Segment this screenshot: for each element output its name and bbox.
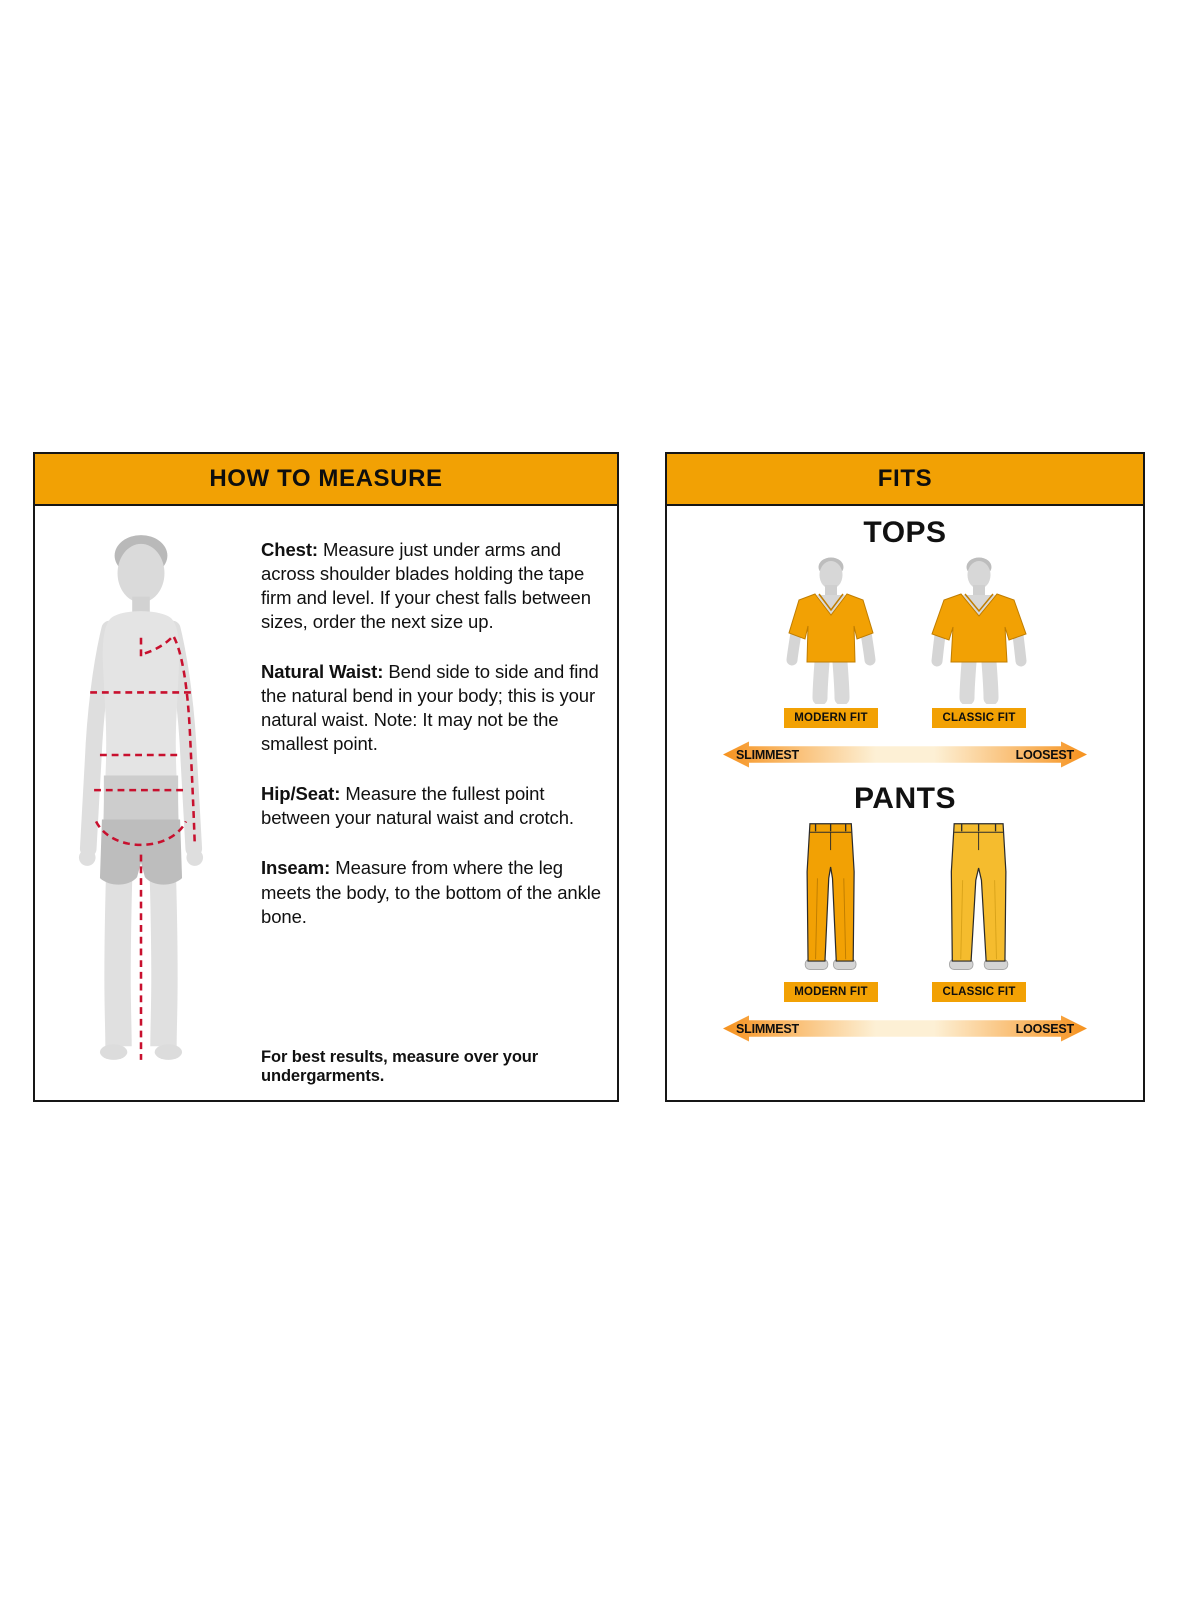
pants-heading: PANTS <box>854 782 956 815</box>
instruction-natural-waist: Natural Waist: Bend side to side and fin… <box>261 660 601 756</box>
instruction-chest: Chest: Measure just under arms and acros… <box>261 538 601 634</box>
figure-left-hand <box>78 849 96 866</box>
pants-modern-fit-illustration <box>805 823 857 971</box>
instruction-inseam: Inseam: Measure from where the leg meets… <box>261 856 601 928</box>
figure-left-foot <box>99 1044 128 1060</box>
tops-classic-fit-column: CLASSIC FIT <box>923 554 1035 728</box>
fits-header: FITS <box>667 454 1143 506</box>
tshirt-modern-fit-illustration <box>786 557 876 704</box>
instruction-inseam-text: Measure from where the leg meets the bod… <box>261 857 601 927</box>
measure-footnote: For best results, measure over your unde… <box>261 1048 539 1085</box>
tops-slimmest-label: SLIMMEST <box>736 747 799 762</box>
instruction-hip-seat-label: Hip/Seat: <box>261 783 341 805</box>
how-to-measure-body: Chest: Measure just under arms and acros… <box>35 506 617 1100</box>
how-to-measure-title: HOW TO MEASURE <box>209 465 443 492</box>
instruction-chest-label: Chest: <box>261 539 318 560</box>
tops-modern-fit-column: MODERN FIT <box>775 554 887 728</box>
fits-body: TOPS MODERN FIT <box>667 516 1143 1042</box>
seat-curve-line <box>94 820 188 847</box>
tops-fit-scale: SLIMMEST LOOSEST <box>723 741 1087 768</box>
pants-slimmest-label: SLIMMEST <box>736 1021 799 1036</box>
tops-illustrations-row: MODERN FIT CLASSIC FIT <box>667 554 1143 728</box>
pants-classic-fit-column: CLASSIC FIT <box>923 820 1035 1002</box>
figure-right-foot <box>154 1044 183 1060</box>
instruction-natural-waist-label: Natural Waist: <box>261 661 384 683</box>
pants-modern-fit-column: MODERN FIT <box>775 820 887 1002</box>
pants-fit-scale: SLIMMEST LOOSEST <box>723 1015 1087 1042</box>
figure-head <box>117 543 165 603</box>
tops-scale-arrow <box>723 741 1087 768</box>
measure-instructions: Chest: Measure just under arms and acros… <box>237 528 601 1086</box>
fits-panel: FITS TOPS MODERN FIT <box>665 452 1145 1102</box>
fits-title: FITS <box>877 465 933 492</box>
modern-fit-badge-pants: MODERN FIT <box>784 982 878 1002</box>
how-to-measure-header: HOW TO MEASURE <box>35 454 617 506</box>
figure-waist-band <box>103 775 179 823</box>
how-to-measure-panel: HOW TO MEASURE <box>33 452 619 1102</box>
instruction-hip-seat-text: Measure the fullest point between your n… <box>261 783 574 829</box>
instruction-chest-text: Measure just under arms and across shoul… <box>261 539 591 633</box>
pants-classic-fit-illustration <box>949 823 1009 971</box>
instruction-inseam-label: Inseam: <box>261 857 331 879</box>
figure-shorts <box>99 819 183 885</box>
instruction-hip-seat: Hip/Seat: Measure the fullest point betw… <box>261 782 601 830</box>
instruction-natural-waist-text: Bend side to side and find the natural b… <box>261 661 599 755</box>
classic-fit-badge-tops: CLASSIC FIT <box>932 708 1026 728</box>
tshirt-classic-fit-illustration <box>931 557 1027 704</box>
figure-neck <box>132 596 150 615</box>
pants-scale-arrow <box>723 1015 1087 1042</box>
figure-torso <box>102 611 180 827</box>
pants-loosest-label: LOOSEST <box>1015 1021 1075 1036</box>
figure-right-hand <box>186 849 204 866</box>
tops-heading: TOPS <box>863 516 947 549</box>
male-figure-illustration <box>78 535 204 1060</box>
tops-loosest-label: LOOSEST <box>1015 747 1075 762</box>
measurement-lines <box>90 633 197 1060</box>
classic-fit-badge-pants: CLASSIC FIT <box>932 982 1026 1002</box>
modern-fit-badge-tops: MODERN FIT <box>784 708 878 728</box>
pants-illustrations-row: MODERN FIT CLASSIC FIT <box>667 820 1143 1002</box>
male-measurement-figure <box>55 528 237 1086</box>
